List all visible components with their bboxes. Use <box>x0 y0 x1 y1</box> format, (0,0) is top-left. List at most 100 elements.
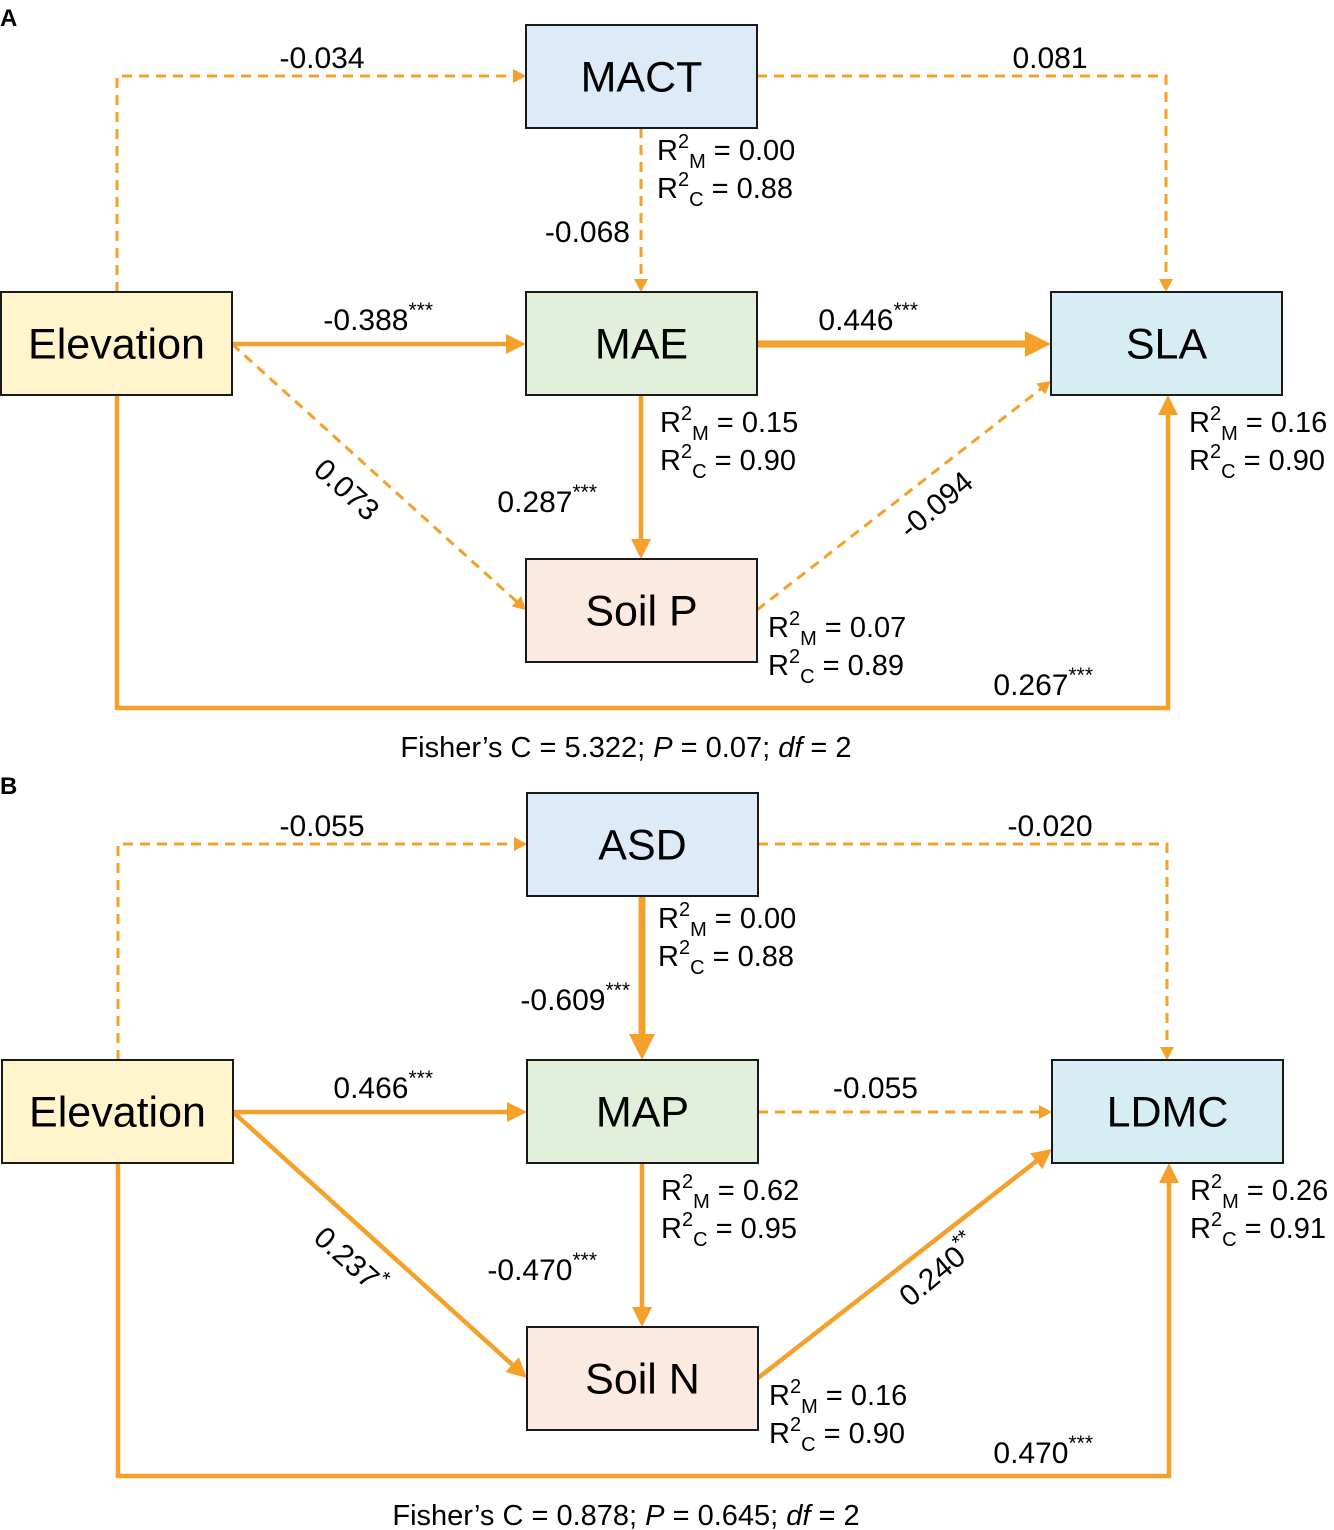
r2-superscript: 2 <box>679 937 690 959</box>
r2-equals: = <box>815 650 848 682</box>
node-climate-mid-label: MAE <box>595 321 688 369</box>
coef-top-mid-value: -0.068 <box>545 216 630 249</box>
coef-top-trait-value: -0.020 <box>1007 810 1092 843</box>
r2-equals: = <box>710 1175 743 1207</box>
coef-mid-soil-value: 0.287 <box>497 486 572 519</box>
node-climate-mid-label: MAP <box>596 1089 689 1137</box>
coef-elev-top-value: -0.034 <box>279 42 364 75</box>
r2-symbol: R <box>660 407 681 439</box>
coef-elev-mid: -0.388*** <box>323 299 433 337</box>
coef-top-mid: -0.609*** <box>520 979 630 1017</box>
coef-mid-trait-value: -0.055 <box>833 1072 918 1105</box>
r2-symbol: R <box>661 1175 682 1207</box>
arrow-elev-top-head <box>514 837 527 851</box>
r2-superscript: 2 <box>681 441 692 463</box>
node-soil-r2c: R2C = 0.90 <box>769 1414 905 1456</box>
coef-top-mid: -0.068 <box>545 216 630 249</box>
r2-symbol: R <box>658 941 679 973</box>
r2-equals: = <box>1237 1213 1270 1245</box>
coef-mid-soil: -0.470*** <box>487 1249 597 1287</box>
arrow-top-trait-head <box>1160 1047 1174 1060</box>
r2-symbol: R <box>768 612 789 644</box>
r2-value: 0.95 <box>741 1213 797 1245</box>
r2-superscript: 2 <box>682 1171 693 1193</box>
coef-mid-soil: 0.287*** <box>497 481 597 519</box>
coef-elev-trait-value: 0.470 <box>993 1437 1068 1470</box>
arrow-elev-top-head <box>513 69 526 83</box>
node-climate-mid: MAP <box>526 1059 759 1164</box>
coef-soil-trait-value: -0.094 <box>893 465 979 545</box>
node-soil: Soil P <box>525 558 758 663</box>
node-elevation-box <box>0 291 233 396</box>
arrow-top-mid-head <box>629 1034 655 1060</box>
arrow-top-trait-head <box>1159 279 1173 292</box>
coef-mid-trait-significance: *** <box>893 299 918 322</box>
r2-equals: = <box>709 407 742 439</box>
node-climate-mid-box <box>525 291 758 396</box>
r2-value: 0.07 <box>850 612 906 644</box>
fit-statistics: Fisher’s C = 0.878; P = 0.645; df = 2 <box>392 1500 859 1530</box>
coef-elev-mid-value: 0.466 <box>333 1072 408 1105</box>
node-climate-mid-box <box>526 1059 759 1164</box>
r2-equals: = <box>706 135 739 167</box>
arrow-elev-top-line <box>116 842 516 1060</box>
r2-symbol: R <box>657 135 678 167</box>
r2-superscript: 2 <box>790 1414 801 1436</box>
node-soil-box <box>525 558 758 663</box>
r2-equals: = <box>1239 1175 1272 1207</box>
arrow-top-trait-line <box>757 74 1168 281</box>
r2-equals: = <box>818 1380 851 1412</box>
r2-superscript: 2 <box>1211 1171 1222 1193</box>
panel-letter: B <box>0 773 17 800</box>
r2-superscript: 2 <box>789 608 800 630</box>
r2-subscript: M <box>800 628 817 650</box>
arrow-soil-trait-head <box>1036 381 1051 395</box>
node-elevation: Elevation <box>1 1059 234 1164</box>
arrow-soil-trait-line <box>756 1158 1040 1380</box>
coef-elev-soil-value: 0.073 <box>307 453 385 528</box>
arrow-mid-trait-head <box>1039 1105 1052 1119</box>
node-climate-top-box <box>525 24 758 129</box>
node-climate-top-box <box>526 792 759 897</box>
arrow-mid-trait-head <box>1025 331 1051 357</box>
node-trait-label: SLA <box>1126 321 1208 369</box>
node-elevation-label: Elevation <box>28 321 205 369</box>
r2-superscript: 2 <box>789 646 800 668</box>
coef-elev-top: -0.055 <box>279 810 364 843</box>
coef-top-mid-significance: *** <box>605 979 630 1002</box>
r2-superscript: 2 <box>790 1376 801 1398</box>
r2-value: 0.15 <box>742 407 798 439</box>
arrow-mid-soil-head <box>632 1307 652 1327</box>
node-climate-top-r2c: R2C = 0.88 <box>657 169 793 211</box>
fit-p-value: = 0.645; <box>665 1500 787 1530</box>
r2-superscript: 2 <box>682 1209 693 1231</box>
r2-value: 0.26 <box>1272 1175 1328 1207</box>
coef-mid-soil-value: -0.470 <box>487 1254 572 1287</box>
r2-value: 0.88 <box>738 941 794 973</box>
r2-symbol: R <box>769 1418 790 1450</box>
coef-mid-soil-significance: *** <box>572 1249 597 1272</box>
node-soil-label: Soil P <box>585 588 697 636</box>
r2-subscript: M <box>1221 423 1238 445</box>
r2-superscript: 2 <box>1210 403 1221 425</box>
node-climate-top-r2c: R2C = 0.88 <box>658 937 794 979</box>
coef-elev-mid-value: -0.388 <box>323 304 408 337</box>
r2-equals: = <box>708 1213 741 1245</box>
node-trait-r2c: R2C = 0.91 <box>1190 1209 1326 1251</box>
node-climate-mid-r2m: R2M = 0.15 <box>660 403 798 445</box>
r2-subscript: M <box>692 423 709 445</box>
fit-df-label: df <box>786 1500 813 1530</box>
r2-subscript: C <box>801 1434 815 1456</box>
node-trait-box <box>1051 1059 1284 1164</box>
node-soil-r2m: R2M = 0.16 <box>769 1376 907 1418</box>
r2-symbol: R <box>1189 445 1210 477</box>
fit-c-prefix: Fisher’s C = 5.322; <box>400 732 653 764</box>
node-elevation-label: Elevation <box>29 1089 206 1137</box>
r2-value: 0.91 <box>1270 1213 1326 1245</box>
node-trait-r2c: R2C = 0.90 <box>1189 441 1325 483</box>
r2-symbol: R <box>769 1380 790 1412</box>
r2-subscript: C <box>693 1229 707 1251</box>
r2-equals: = <box>1238 407 1271 439</box>
arrow-elev-soil-head <box>505 1357 527 1378</box>
r2-equals: = <box>705 941 738 973</box>
